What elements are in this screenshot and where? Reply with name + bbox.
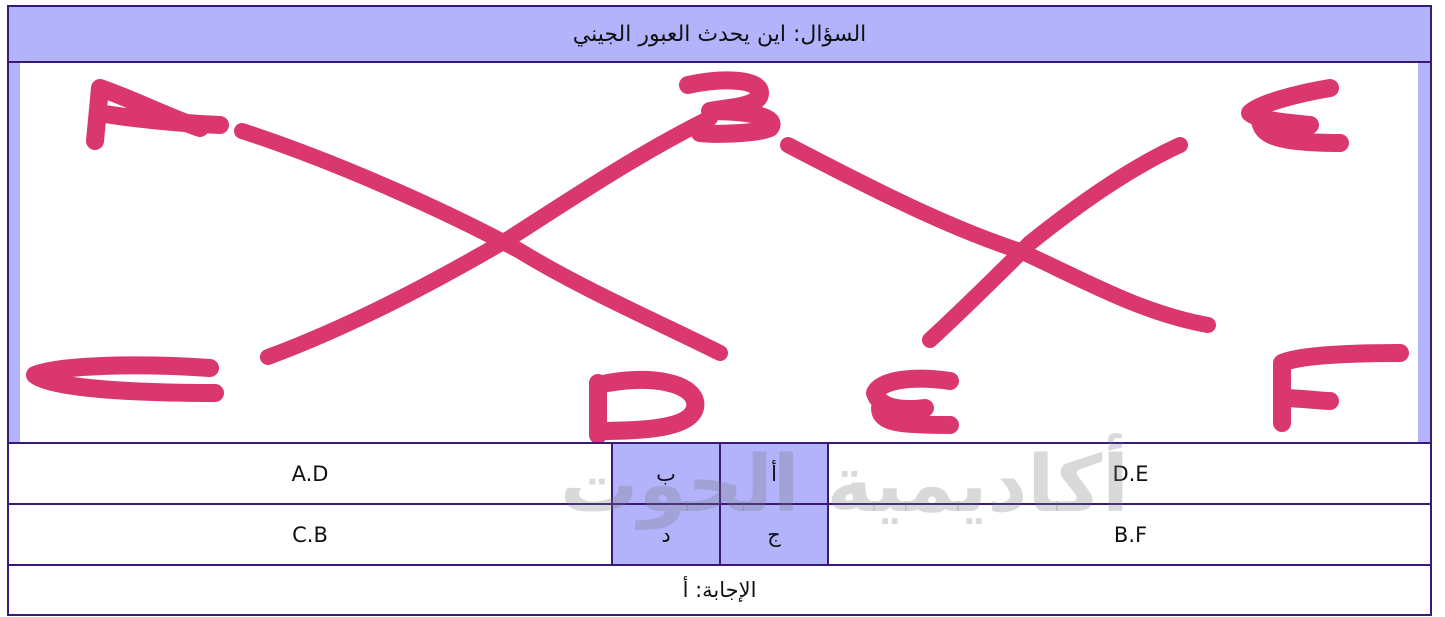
- options-row-2: C.B د ج B.F: [9, 505, 1430, 566]
- options-row-1: A.D ب أ D.E: [9, 444, 1430, 505]
- label-B: [688, 80, 772, 133]
- option-b-letter[interactable]: ب: [613, 444, 721, 503]
- diagram-svg: [20, 63, 1418, 442]
- figure-band: [9, 63, 1430, 444]
- option-a-text[interactable]: D.E: [829, 444, 1432, 503]
- option-c-letter[interactable]: ج: [721, 505, 829, 564]
- label-C: [35, 365, 215, 393]
- label-A: [95, 88, 220, 141]
- label-E-bottom: [875, 379, 950, 425]
- label-D: [598, 380, 695, 435]
- option-a-letter[interactable]: أ: [721, 444, 829, 503]
- crossing-over-diagram: [20, 63, 1418, 442]
- option-d-text[interactable]: C.B: [9, 505, 613, 564]
- question-title: السؤال: اين يحدث العبور الجيني: [9, 7, 1430, 63]
- option-b-text[interactable]: A.D: [9, 444, 613, 503]
- answer-row: الإجابة: أ: [9, 566, 1430, 614]
- option-c-text[interactable]: B.F: [829, 505, 1432, 564]
- label-E-top: [1250, 88, 1340, 143]
- chromatid-a-d: [242, 131, 720, 353]
- option-d-letter[interactable]: د: [613, 505, 721, 564]
- label-F: [1282, 353, 1400, 423]
- question-card: السؤال: اين يحدث العبور الجيني: [7, 5, 1432, 616]
